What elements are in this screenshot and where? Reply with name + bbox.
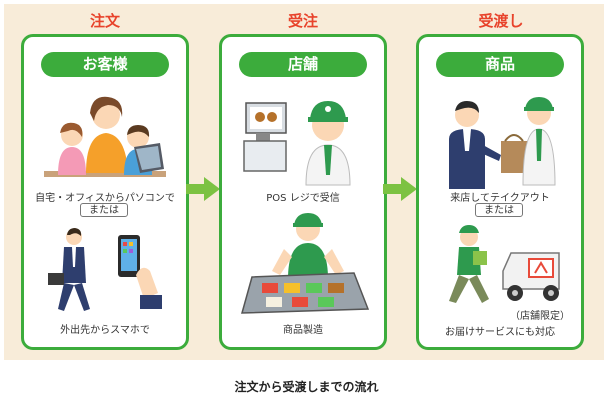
customer-smartphone-illustration bbox=[48, 228, 162, 311]
store-production-illustration bbox=[241, 213, 370, 314]
stage-title-order: 注文 bbox=[89, 12, 120, 30]
caption-pc-order: 自宅・オフィスからパソコンで bbox=[35, 193, 175, 204]
delivery-illustration bbox=[449, 225, 560, 303]
caption-production: 商品製造 bbox=[283, 325, 323, 336]
flow-arrow-2 bbox=[383, 177, 417, 201]
card-store: 店舗 POS レジで受信 商品製造 bbox=[219, 34, 387, 350]
caption-smartphone-order: 外出先からスマホで bbox=[60, 325, 150, 336]
or-badge-customer: または bbox=[80, 203, 128, 217]
card-customer: お客様 自宅・オフィスからパソコンで または 外出先からスマホで bbox=[21, 34, 189, 350]
or-badge-product: または bbox=[475, 203, 523, 217]
card-header-product: 商品 bbox=[436, 52, 564, 77]
card-product: 商品 来店してテイクアウト または （店舗限定） お届けサービスにも対応 bbox=[416, 34, 584, 350]
flow-arrow-1 bbox=[186, 177, 220, 201]
caption-delivery-service: お届けサービスにも対応 bbox=[445, 327, 555, 338]
caption-takeout: 来店してテイクアウト bbox=[450, 193, 550, 204]
customer-pc-illustration bbox=[44, 96, 166, 177]
stage-title-delivery: 受渡し bbox=[478, 12, 524, 30]
card-header-customer: お客様 bbox=[41, 52, 169, 77]
caption-pos-receive: POS レジで受信 bbox=[266, 193, 340, 204]
diagram-caption: 注文から受渡しまでの流れ bbox=[234, 380, 379, 394]
stage-title-receive: 受注 bbox=[287, 12, 318, 30]
store-pos-illustration bbox=[243, 101, 351, 186]
caption-store-limited: （店舗限定） bbox=[510, 311, 570, 322]
takeout-illustration bbox=[449, 97, 556, 189]
card-header-store: 店舗 bbox=[239, 52, 367, 77]
